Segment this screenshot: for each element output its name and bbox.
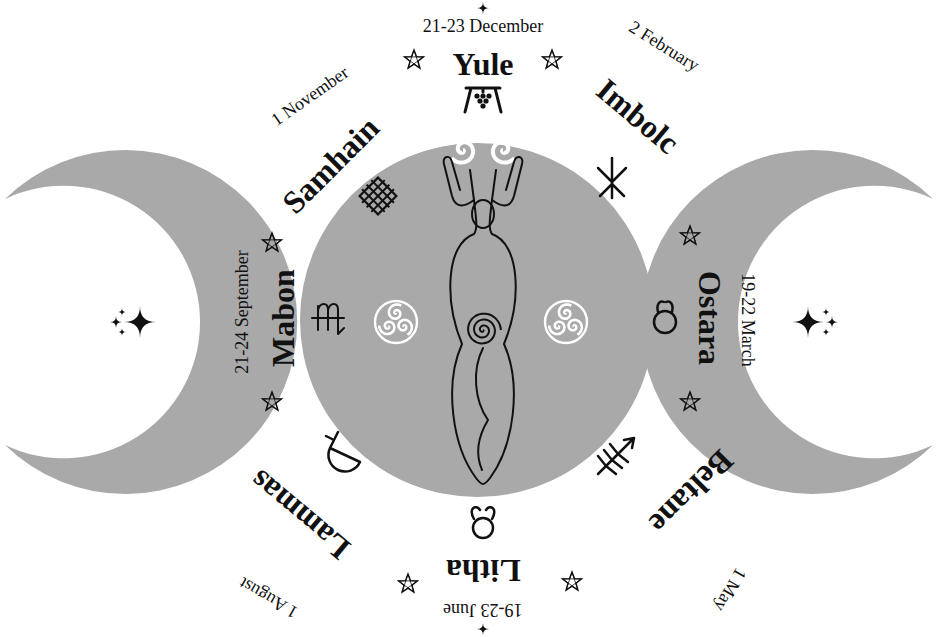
- sparkle-star: [110, 316, 122, 328]
- yule-symbol: [474, 93, 479, 98]
- pentagram-star: [262, 392, 281, 410]
- goddess-figure: [444, 157, 523, 206]
- sabbat-name: Ostara: [694, 271, 726, 365]
- waning-crescent: [5, 150, 297, 494]
- goddess-horn: [452, 142, 473, 162]
- sparkle-star: [118, 328, 126, 336]
- triskele: [389, 305, 401, 319]
- goddess-spiral: [468, 314, 501, 344]
- pentagram-star: [262, 233, 281, 251]
- pentagram-star: [398, 574, 417, 592]
- sabbat-date: 1 August: [236, 574, 301, 622]
- lammas-symbol: [326, 432, 360, 472]
- yule-symbol: [465, 88, 501, 112]
- sparkle-star: [124, 306, 156, 338]
- yule-symbol: [477, 98, 482, 103]
- samhain-symbol: [355, 173, 400, 218]
- sabbat-name: Beltane: [644, 444, 740, 540]
- pentagram-star: [262, 392, 281, 410]
- triskele: [375, 301, 417, 343]
- full-moon-disk: [300, 143, 654, 497]
- triskele: [549, 322, 564, 334]
- goddess-horn: [493, 142, 514, 162]
- sabbat-date: 1 May: [711, 565, 750, 614]
- pentagram-star: [680, 392, 699, 410]
- triskele: [559, 305, 571, 319]
- yule-symbol: [480, 93, 485, 98]
- sparkle-star: [822, 328, 830, 336]
- mabon-symbol: [312, 304, 344, 334]
- goddess-figure: [476, 348, 488, 470]
- sparkle-star: [792, 306, 824, 338]
- pentagram-star: [262, 233, 281, 251]
- sparkle-star: [118, 308, 126, 316]
- sabbat-date: 19-22 March: [739, 273, 757, 366]
- triskele: [399, 320, 412, 335]
- samhain-symbol: [355, 173, 400, 218]
- sabbat-date: 2 February: [626, 18, 702, 75]
- yule-symbol: [483, 98, 488, 103]
- sparkle-star: [826, 316, 838, 328]
- sabbat-date: 19-23 June: [443, 601, 523, 619]
- yule-symbol: [480, 103, 485, 108]
- pentagram-star: [680, 392, 699, 410]
- triskele: [545, 301, 587, 343]
- yule-symbol: [486, 93, 491, 98]
- ostara-symbol: [654, 301, 676, 333]
- sparkle-star: [477, 2, 489, 14]
- goddess-head: [472, 200, 494, 228]
- pentagram-star: [404, 50, 423, 68]
- sabbat-name: Yule: [452, 48, 513, 80]
- decorations: [110, 2, 838, 635]
- pentagram-star: [542, 50, 561, 68]
- beltane-symbol: [598, 438, 634, 474]
- sabbat-date: 21-24 September: [233, 250, 251, 373]
- triskele: [379, 322, 394, 334]
- sparkle-star: [477, 623, 489, 635]
- sabbat-name: Mabon: [267, 269, 299, 367]
- sabbat-name: Lammas: [244, 464, 356, 565]
- pentagram-star: [562, 572, 581, 590]
- sabbat-name: Litha: [446, 555, 521, 587]
- pentagram-star: [562, 572, 581, 590]
- samhain-symbol: [355, 173, 400, 218]
- sparkle-star: [822, 308, 830, 316]
- sabbat-name: Imbolc: [591, 73, 685, 159]
- pentagram-star: [680, 226, 699, 244]
- sabbat-date: 1 November: [268, 63, 352, 129]
- imbolc-symbol: [598, 158, 626, 198]
- pentagram-star: [680, 226, 699, 244]
- waxing-crescent: [641, 150, 933, 494]
- sabbat-date: 21-23 December: [423, 17, 543, 35]
- pentagram-star: [398, 574, 417, 592]
- pentagram-star: [404, 50, 423, 68]
- triskele: [569, 320, 582, 335]
- litha-symbol: [472, 507, 494, 538]
- pentagram-star: [542, 50, 561, 68]
- goddess-figure: [450, 170, 515, 484]
- samhain-symbol: [355, 173, 400, 218]
